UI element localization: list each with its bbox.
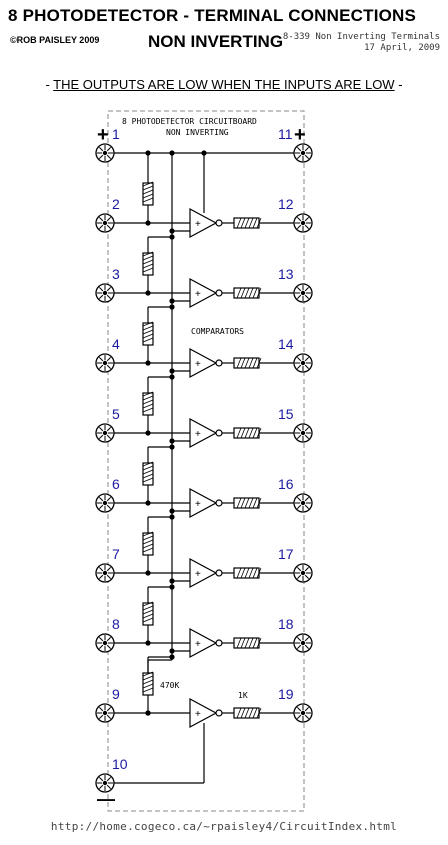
junction-dot: [169, 654, 175, 660]
terminal-label-3: 3: [112, 266, 120, 282]
terminal-label-17: 17: [278, 546, 294, 562]
board-label-line1: 8 PHOTODETECTOR CIRCUITBOARD: [122, 117, 257, 126]
svg-text:+: +: [195, 219, 201, 230]
terminal-label-10: 10: [112, 756, 128, 772]
junction-dot: [169, 508, 175, 514]
junction-dot: [145, 150, 151, 156]
junction-dot: [169, 584, 175, 590]
circuitboard-outline: [107, 110, 305, 812]
terminal-label-2: 2: [112, 196, 120, 212]
negative-supply-symbol: —: [97, 789, 115, 809]
terminal-label-4: 4: [112, 336, 120, 352]
comparator-symbol: [189, 207, 218, 239]
inverter-bubble: [215, 569, 223, 577]
comparator-symbol: [189, 557, 218, 589]
terminal-label-18: 18: [278, 616, 294, 632]
notice-dash-left: -: [45, 77, 54, 92]
terminal-label-11: 11: [278, 126, 293, 142]
comparator-symbol: [189, 417, 218, 449]
inverter-bubble: [215, 359, 223, 367]
comparator-symbol: [189, 697, 218, 729]
terminal-label-13: 13: [278, 266, 294, 282]
inverter-bubble: [215, 429, 223, 437]
junction-dot: [169, 374, 175, 380]
positive-supply-symbol-right: +: [294, 124, 306, 146]
resistor-value-470k: 470K: [160, 681, 179, 690]
svg-text:+: +: [195, 709, 201, 720]
terminal-label-15: 15: [278, 406, 294, 422]
inverter-bubble: [215, 499, 223, 507]
inverter-bubble: [215, 639, 223, 647]
comparator-symbol: [189, 487, 218, 519]
inverter-bubble: [215, 219, 223, 227]
inverter-bubble: [215, 709, 223, 717]
junction-dot: [169, 438, 175, 444]
terminal-label-14: 14: [278, 336, 294, 352]
terminal-label-1: 1: [112, 126, 120, 142]
svg-text:+: +: [195, 499, 201, 510]
junction-dot: [201, 150, 207, 156]
svg-text:+: +: [195, 569, 201, 580]
comparator-symbol: [189, 627, 218, 659]
reference-date: 17 April, 2009: [364, 43, 440, 53]
junction-dot: [169, 514, 175, 520]
inverter-bubble: [215, 289, 223, 297]
outputs-notice: - THE OUTPUTS ARE LOW WHEN THE INPUTS AR…: [0, 77, 448, 92]
junction-dot: [169, 228, 175, 234]
junction-dot: [169, 150, 175, 156]
terminal-label-8: 8: [112, 616, 120, 632]
page-title: 8 PHOTODETECTOR - TERMINAL CONNECTIONS: [8, 6, 417, 25]
svg-text:+: +: [195, 359, 201, 370]
copyright-text: ©ROB PAISLEY 2009: [10, 35, 100, 45]
junction-dot: [169, 234, 175, 240]
comparator-symbol: [189, 277, 218, 309]
comparator-symbol: [189, 347, 218, 379]
resistor-value-1k: 1K: [238, 691, 248, 700]
terminal-label-7: 7: [112, 546, 120, 562]
junction-dot: [169, 298, 175, 304]
board-label-line2: NON INVERTING: [166, 128, 229, 137]
positive-supply-symbol-left: +: [97, 124, 109, 146]
reference-number: 8-339 Non Inverting Terminals: [282, 32, 440, 42]
junction-dot: [169, 304, 175, 310]
comparators-label: COMPARATORS: [191, 327, 244, 336]
svg-text:+: +: [195, 289, 201, 300]
junction-dot: [169, 578, 175, 584]
junction-dot: [169, 648, 175, 654]
terminal-label-16: 16: [278, 476, 294, 492]
notice-text: THE OUTPUTS ARE LOW WHEN THE INPUTS ARE …: [53, 77, 395, 92]
svg-text:+: +: [195, 429, 201, 440]
junction-dot: [145, 710, 151, 716]
junction-dot: [169, 368, 175, 374]
terminal-label-5: 5: [112, 406, 120, 422]
source-url: http://home.cogeco.ca/~rpaisley4/Circuit…: [50, 820, 398, 833]
svg-text:+: +: [195, 639, 201, 650]
page-subtitle: NON INVERTING: [148, 32, 284, 51]
notice-dash-right: -: [394, 77, 403, 92]
terminal-label-12: 12: [278, 196, 294, 212]
terminal-label-9: 9: [112, 686, 120, 702]
terminal-label-19: 19: [278, 686, 294, 702]
terminal-label-6: 6: [112, 476, 120, 492]
junction-dot: [169, 444, 175, 450]
